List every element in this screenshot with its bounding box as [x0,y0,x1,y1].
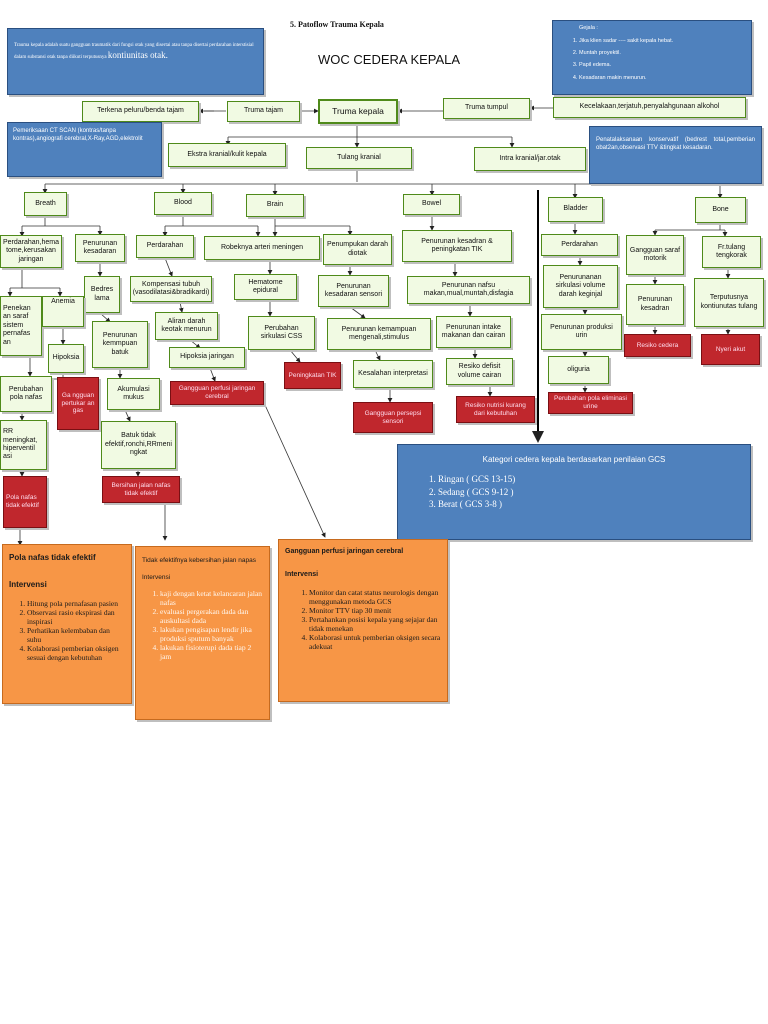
node-peningkatan-tik: Peningkatan TIK [284,362,341,389]
intervention-item: evaluasi pergerakan dada dan auskultasi … [160,607,263,625]
node-pola-nafas-tidak-efektif: Pola nafas tidak efektif [3,476,47,528]
node-terputusnya-kontiunitas: Terputusnya kontiunutas tulang [694,278,764,327]
penatalaksanaan-box: Penatalaksanaan konservatif (bedrest tot… [589,126,762,184]
node-resiko-defisit: Resiko defisit volume cairan [446,358,513,385]
node-kompensasi-tubuh: Kompensasi tubuh (vasodilatasi&bradikard… [130,276,212,302]
intervention-item: Perhatikan kelembaban dan suhu [27,626,125,644]
intervention-jalan-napas: Tidak efektifnya kebersihan jalan napas … [135,546,270,720]
intervention-subtitle: Intervensi [142,574,171,581]
node-penekanan-saraf: Penekan an saraf sistem pernafas an [0,296,42,356]
intervention-item: lakukan pengisapan lendir jika produksi … [160,625,263,643]
gcs-box: Kategori cedera kepala berdasarkan penil… [397,444,751,540]
node-perubahan-pola-nafas: Perubahan pola nafas [0,376,52,412]
doc-title: 5. Patoflow Trauma Kepala [290,20,384,29]
intervention-item: Kolaborasi pemberian oksigen sesuai deng… [27,644,125,662]
intervention-title: Pola nafas tidak efektif [9,553,96,562]
intervention-item: Hitung pola pernafasan pasien [27,599,125,608]
node-bedres-lama: Bedres lama [84,276,120,313]
category-blood: Blood [154,192,212,215]
category-bowel: Bowel [403,194,460,215]
gejala-box: Gejala : Jika klien sadar ---- sakit kep… [552,20,752,95]
node-kecelakaan: Kecelakaan,terjatuh,penyalahgunaan alkoh… [553,97,746,118]
category-bladder: Bladder [548,197,603,222]
node-kesalahan-interpretasi: Kesalahan interpretasi [353,360,433,388]
node-tulang-kranial: Tulang kranial [306,147,412,169]
node-gangguan-saraf-motorik: Gangguan saraf motorik [626,235,684,275]
gejala-item: Jika klien sadar ---- sakit kepala hebat… [579,38,745,45]
node-penurunan-intake: Penurunan intake makanan dan cairan [436,316,511,348]
intervention-title: Gangguan perfusi jaringan cerebral [285,548,404,555]
node-gangguan-persepsi: Gangguan persepsi sensori [353,402,433,433]
node-nyeri-akut: Nyeri akut [701,334,760,365]
node-truma-tajam: Truma tajam [227,101,300,122]
intervention-item: Observasi rasio ekspirasi dan inspirasi [27,608,125,626]
intervention-item: Pertahankan posisi kepala yang sejajar d… [309,615,441,633]
gcs-item: Ringan ( GCS 13-15) [438,473,730,485]
node-peluru: Terkena peluru/benda tajam [82,101,199,122]
pemeriksaan-box: Pemeriksaan CT SCAN (kontras/tanpa kontr… [7,122,162,177]
gejala-title: Gejala : [579,25,598,31]
definition-text-emphasis: kontiunitas otak. [107,49,168,60]
node-hematome-epidural: Hematome epidural [234,274,297,300]
node-penurunan-kemampuan-mengenali: Penurunan kemampuan mengenali,stimulus [327,318,431,350]
category-brain: Brain [246,194,304,217]
node-resiko-cedera: Resiko cedera [624,334,691,357]
category-bone: Bone [695,197,746,223]
gejala-item: Papil edema. [579,62,745,69]
node-penurunan-kesadaran-tik: Penurunan kesadran & peningkatan TIK [402,230,512,262]
node-penurunan-kesadaran-sensori: Penurunan kesadaran sensori [318,275,389,307]
intervention-item: lakukan fisioterupi dada tiap 2 jam [160,643,263,661]
node-penurunan-kesadaran: Penurunan kesadaran [75,234,125,262]
node-bersihan-jalan-nafas: Bersihan jalan nafas tidak efektif [102,476,180,503]
gcs-item: Berat ( GCS 3-8 ) [438,498,730,510]
gcs-title: Kategori cedera kepala berdasarkan penil… [482,455,666,464]
node-hipoksia-jaringan: Hipoksia jaringan [169,347,245,368]
node-perubahan-eliminasi: Perubahan pola eliminasi urine [548,392,633,414]
node-penurunan-kesadran-bone: Penurunan kesadran [626,284,684,325]
node-fr-tulang: Fr.tulang tengkorak [702,236,761,268]
node-rr-meningkat: RR meningkat, hiperventil asi [0,420,47,470]
gejala-item: Muntah proyektil. [579,50,745,57]
node-anemia: Anemia [42,296,84,327]
node-perdarahan-bladder: Perdarahan [541,234,618,256]
node-penurunan-produksi-urin: Penurunan produksi urin [541,314,622,350]
node-batuk-tidak-efektif: Batuk tidak efektif,ronchi,RRmeni ngkat [101,421,176,469]
definition-text: Trauma kepala adalah suatu gangguan trau… [14,43,254,60]
node-ekstra-kranial: Ekstra kranial/kulit kepala [168,143,286,167]
node-akumulasi-mukus: Akumulasi mukus [107,378,160,410]
node-perubahan-sirkulasi-css: Perubahan sirkulasi CSS [248,316,315,350]
intervention-subtitle: Intervensi [285,571,319,578]
node-truma-tumpul: Truma tumpul [443,98,530,119]
intervention-title: Tidak efektifnya kebersihan jalan napas [142,557,256,564]
intervention-item: Monitor TTV tiap 30 menit [309,606,441,615]
intervention-item: Kolaborasi untuk pemberian oksigen secar… [309,633,441,651]
node-penurunan-nafsu-makan: Penurunan nafsu makan,mual,muntah,disfag… [407,276,530,304]
node-trauma-kepala: Truma kepala [318,99,398,124]
node-hipoksia: Hipoksia [48,344,84,373]
intervention-pola-nafas: Pola nafas tidak efektif Intervensi Hitu… [2,544,132,704]
node-perdarahan-hematome: Perdarahan,hema tome,kerusakan jaringan [0,235,62,268]
node-penumpukan-darah: Penumpukan darah diotak [323,234,392,265]
node-robeknya-arteri: Robeknya arteri meningen [204,236,320,260]
intervention-perfusi: Gangguan perfusi jaringan cerebral Inter… [278,539,448,702]
node-penurunan-kemampuan-batuk: Penurunan kemmpuan batuk [92,321,148,368]
node-gangguan-pertukaran-gas: Ga ngguan pertukar an gas [57,377,99,430]
gejala-item: Kesadaran makin menurun. [579,75,745,82]
node-perdarahan-blood: Perdarahan [136,235,194,258]
main-title: WOC CEDERA KEPALA [318,52,461,67]
definition-box: Trauma kepala adalah suatu gangguan trau… [7,28,264,95]
gcs-item: Sedang ( GCS 9-12 ) [438,486,730,498]
intervention-subtitle: Intervensi [9,580,47,589]
node-aliran-darah: Aliran darah keotak menurun [155,312,218,340]
category-breath: Breath [24,192,67,216]
node-intra-kranial: Intra kranial/jar.otak [474,147,586,171]
node-oliguria: oliguria [548,356,609,384]
intervention-item: kaji dengan ketat kelancaran jalan nafas [160,589,263,607]
node-resiko-nutrisi: Resiko nutrisi kurang dari kebutuhan [456,396,535,423]
intervention-item: Monitor dan catat status neurologis deng… [309,588,441,606]
node-penurunan-sirkulasi-ginjal: Penurunanan sirkulasi volume darah kegin… [543,265,618,308]
node-gangguan-perfusi: Gangguan perfusi jaringan cerebral [170,381,264,405]
